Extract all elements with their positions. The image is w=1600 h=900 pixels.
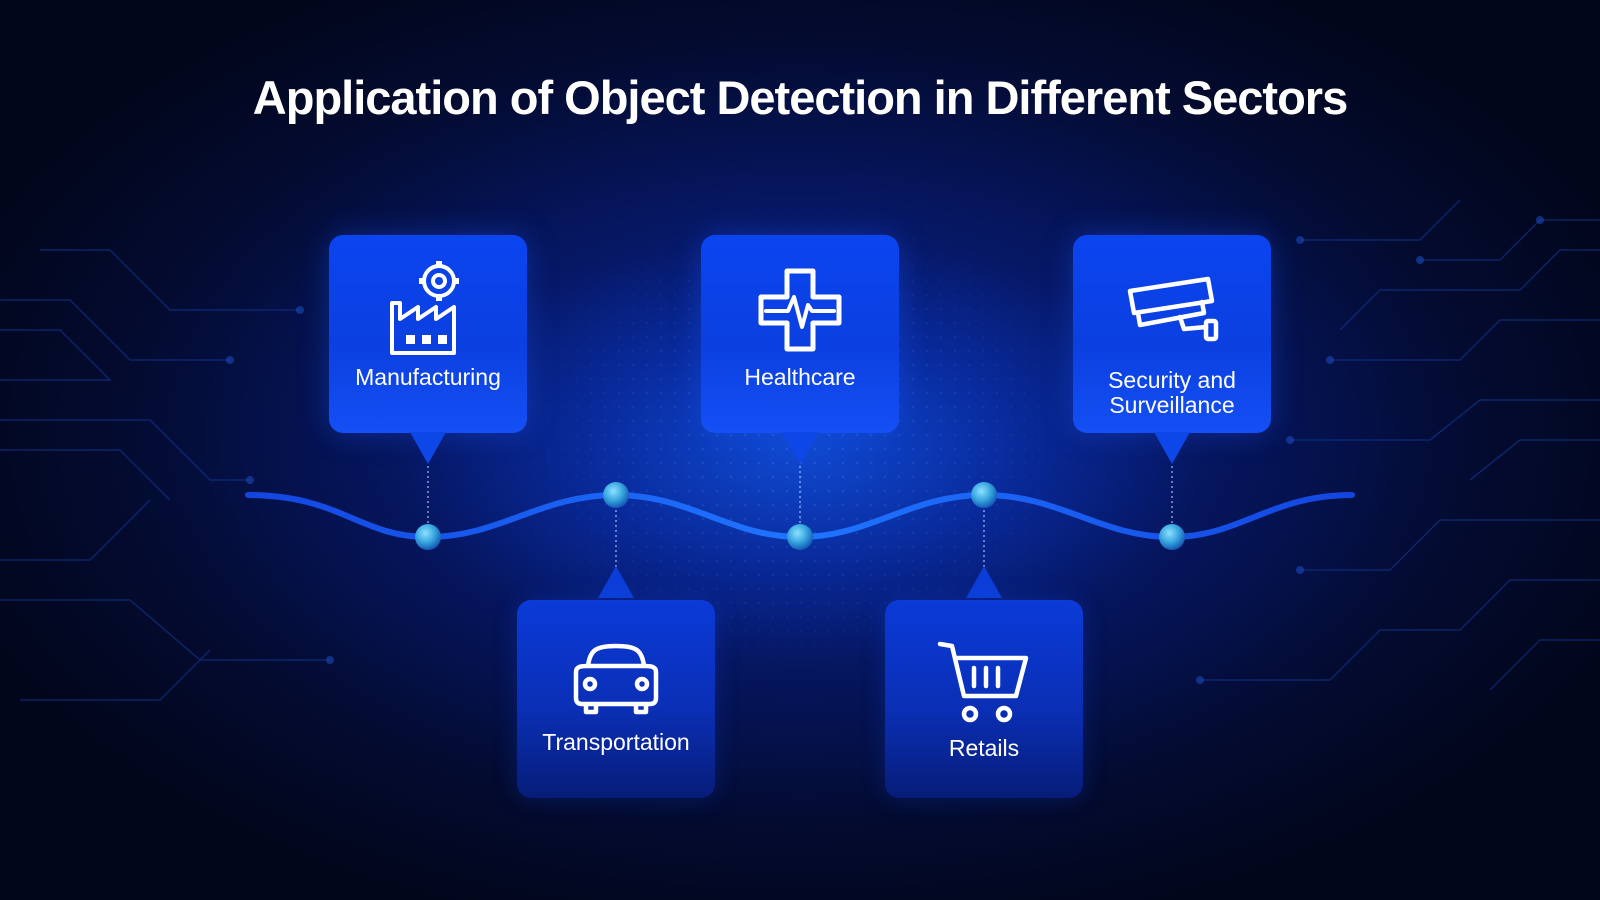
pointer-arrow: [782, 432, 818, 464]
sector-label: Retails: [948, 735, 1020, 761]
factory-gear-icon: [390, 261, 459, 355]
sector-card-security: Security and Surveillance: [1073, 235, 1271, 433]
shopping-cart-icon: [937, 641, 1029, 723]
sector-label: Security and Surveillance: [1108, 367, 1236, 418]
pointer-arrow: [966, 566, 1002, 598]
connector-lines: [427, 466, 1173, 568]
timeline-node: [787, 524, 813, 550]
timeline-node: [971, 482, 997, 508]
car-icon: [573, 643, 659, 715]
medical-cross-heartbeat-icon: [758, 268, 842, 352]
sector-card-healthcare: Healthcare: [701, 235, 899, 433]
sector-label: Transportation: [542, 729, 690, 755]
timeline-node: [603, 482, 629, 508]
pointer-arrow: [598, 566, 634, 598]
timeline-node: [415, 524, 441, 550]
security-camera-icon: [1127, 276, 1219, 342]
sector-label: Healthcare: [744, 364, 856, 390]
pointer-arrow: [410, 432, 446, 464]
pointer-arrow: [1154, 432, 1190, 464]
sector-card-transportation: Transportation: [517, 600, 715, 798]
page-title: Application of Object Detection in Diffe…: [252, 71, 1348, 124]
sector-card-manufacturing: Manufacturing: [329, 235, 527, 433]
sector-card-retails: Retails: [885, 600, 1083, 798]
sector-label: Manufacturing: [355, 364, 501, 390]
timeline-node: [1159, 524, 1185, 550]
